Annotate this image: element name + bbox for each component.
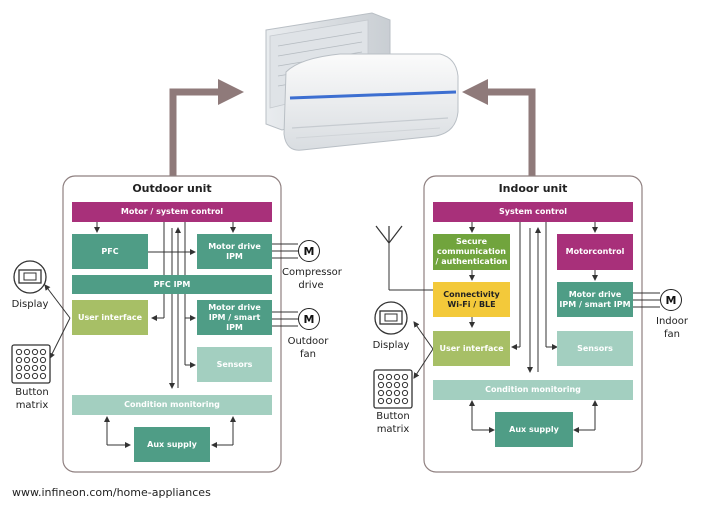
indoor-condition-monitoring-block: Condition monitoring: [433, 380, 633, 400]
outdoor-to-ac-arrow: [169, 79, 244, 176]
indoor-unit-title: Indoor unit: [498, 182, 568, 195]
indoor-secure-comm-block: Secure communication / authentication: [433, 234, 510, 270]
compressor-motor-icon: M: [298, 240, 320, 262]
indoor-display-label: Display: [372, 340, 410, 351]
outdoor-aux-supply-block: Aux supply: [134, 427, 210, 462]
outdoor-display-label: Display: [11, 299, 49, 310]
outdoor-sensors-block: Sensors: [197, 347, 272, 382]
outdoor-button-matrix-icon: [11, 344, 51, 384]
compressor-drive-label: Compressor drive: [282, 267, 342, 291]
indoor-fan-motor-icon: M: [660, 289, 682, 311]
website-url: www.infineon.com/home-appliances: [12, 486, 211, 499]
indoor-motor-drive-smart-block: Motor drive IPM / smart IPM: [557, 282, 633, 317]
indoor-button-matrix-label: Button matrix: [376, 411, 410, 435]
outdoor-fan-motor-icon: M: [298, 308, 320, 330]
outdoor-connectors: [44, 218, 298, 448]
outdoor-user-interface-block: User interface: [72, 300, 148, 335]
antenna-icon: [375, 225, 403, 244]
indoor-user-interface-block: User interface: [433, 331, 510, 366]
outdoor-fan-label: Outdoor fan: [287, 336, 329, 360]
indoor-connectivity-block: Connectivity Wi-Fi / BLE: [433, 282, 510, 317]
outdoor-motor-drive-ipm-block: Motor drive IPM: [197, 234, 272, 269]
indoor-sensors-block: Sensors: [557, 331, 633, 366]
outdoor-button-matrix-label: Button matrix: [15, 387, 49, 411]
indoor-button-matrix-icon: [373, 369, 413, 409]
indoor-fan-label: Indoor fan: [656, 316, 688, 340]
indoor-connectors: [388, 218, 660, 433]
indoor-system-control-block: System control: [433, 202, 633, 222]
outdoor-pfc-ipm-block: PFC IPM: [72, 275, 272, 294]
outdoor-condition-monitoring-block: Condition monitoring: [72, 395, 272, 415]
indoor-aux-supply-block: Aux supply: [495, 412, 573, 447]
outdoor-motor-drive-smart-block: Motor drive IPM / smart IPM: [197, 300, 272, 335]
air-conditioner-illustration: [265, 12, 459, 151]
indoor-to-ac-arrow: [462, 79, 536, 176]
outdoor-pfc-block: PFC: [72, 234, 148, 269]
outdoor-system-control-block: Motor / system control: [72, 202, 272, 222]
outdoor-unit-title: Outdoor unit: [132, 182, 212, 195]
indoor-display-icon: [374, 301, 408, 335]
indoor-motorcontrol-block: Motorcontrol: [557, 234, 633, 270]
outdoor-display-icon: [13, 260, 47, 294]
